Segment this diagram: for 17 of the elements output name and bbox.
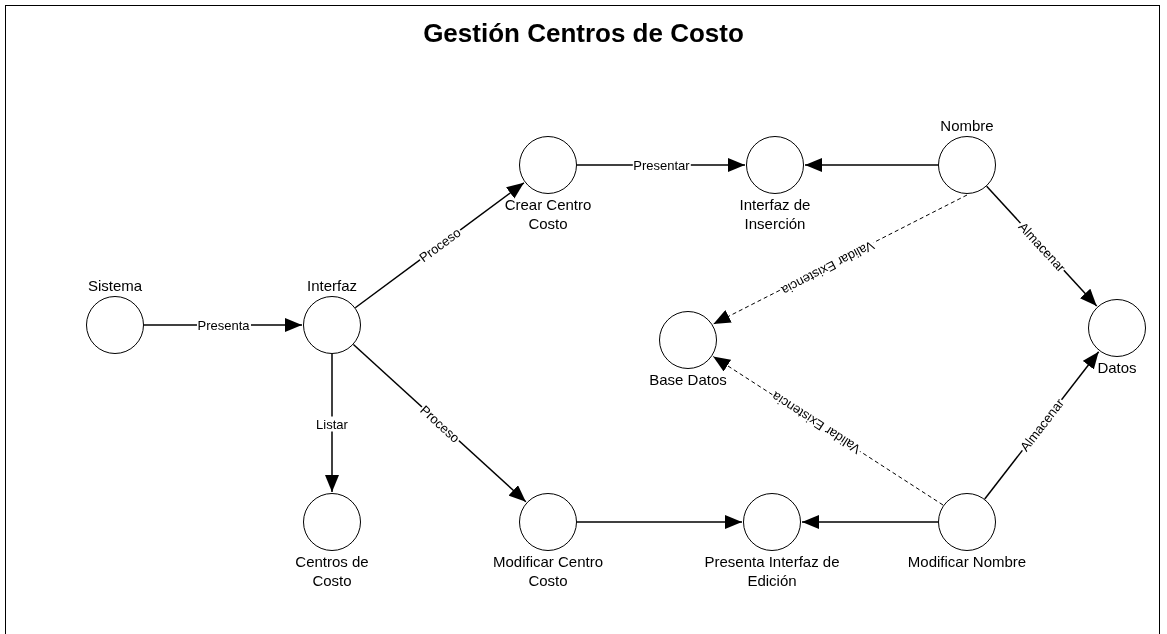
arrow: [804, 158, 939, 172]
arrow: [325, 353, 339, 493]
edge-label: Listar: [315, 416, 349, 431]
node-label: Modificar Centro Costo: [491, 552, 604, 590]
node-label: Interfaz de Inserción: [738, 195, 812, 233]
node-label: Crear Centro Costo: [503, 195, 593, 233]
node-label: Presenta Interfaz de Edición: [703, 552, 841, 590]
node-label: Centros de Costo: [294, 552, 370, 590]
node-label: Interfaz: [307, 276, 357, 295]
node-label: Base Datos: [649, 370, 727, 389]
node-label: Nombre: [940, 116, 994, 135]
arrow: [576, 515, 743, 529]
arrow: [801, 515, 939, 529]
node-label: Datos: [1097, 358, 1137, 377]
diagram-title: Gestión Centros de Costo: [422, 18, 745, 49]
node-label: Sistema: [87, 276, 143, 295]
node-label: Modificar Nombre: [907, 552, 1027, 571]
